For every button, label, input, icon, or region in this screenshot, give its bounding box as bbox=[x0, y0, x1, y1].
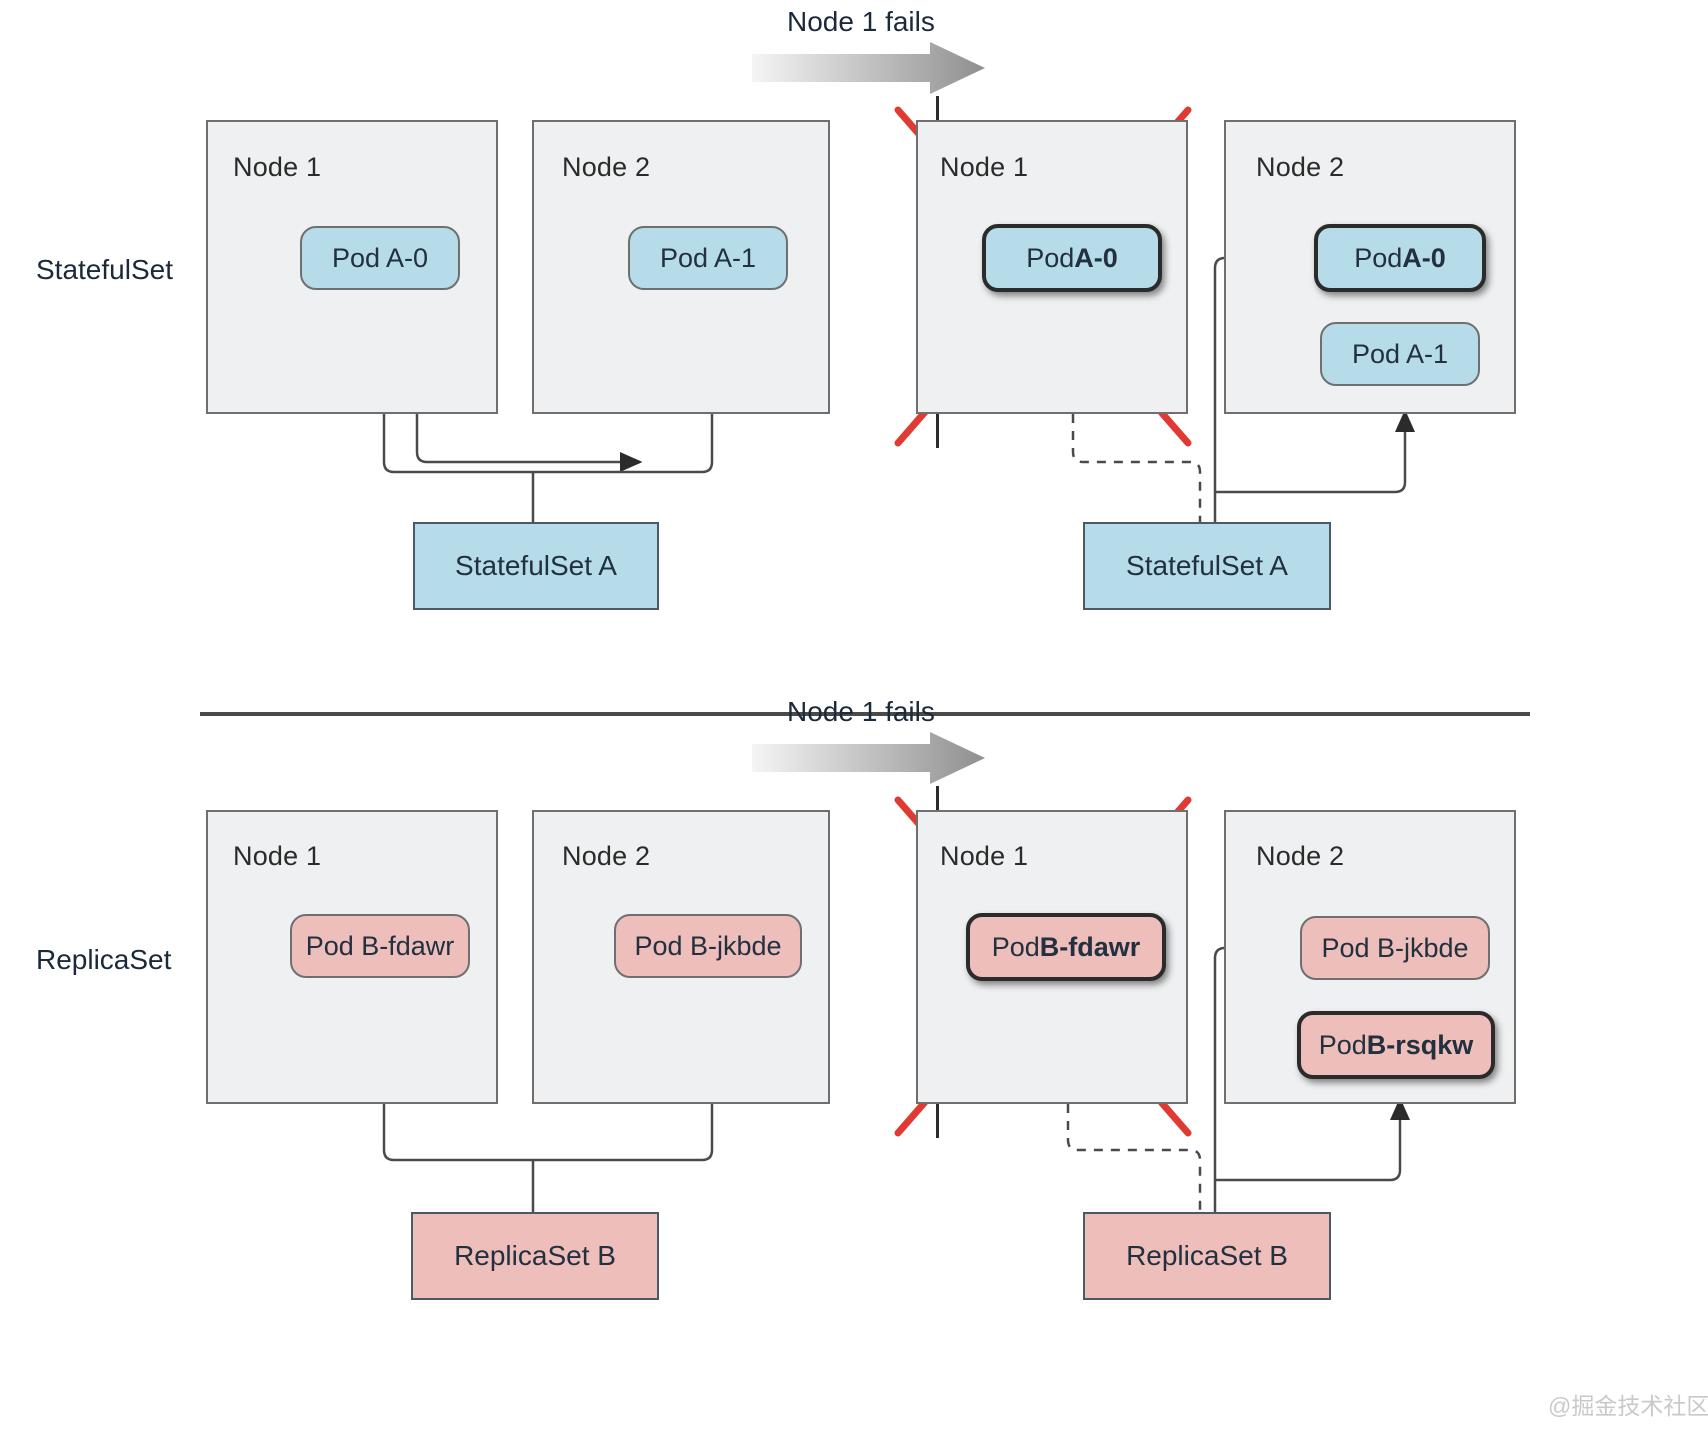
controller-label: StatefulSet A bbox=[455, 550, 617, 581]
node-title-statefulset-before-node1: Node 1 bbox=[233, 152, 322, 182]
controller-replicaset-before[interactable]: ReplicaSet B bbox=[411, 1212, 659, 1300]
pod-replicaset-after-node2-0[interactable]: Pod B-jkbde bbox=[1300, 916, 1490, 980]
pod-statefulset-after-node2-0[interactable]: Pod A-0 bbox=[1314, 224, 1486, 292]
pod-label-prefix: Pod bbox=[991, 931, 1040, 962]
pod-label-prefix: Pod bbox=[1026, 242, 1075, 273]
node-title-replicaset-after-node2: Node 2 bbox=[1256, 841, 1345, 871]
pod-label: Pod B-jkbde bbox=[634, 930, 782, 961]
pod-label: Pod A-1 bbox=[659, 242, 757, 273]
controller-statefulset-after[interactable]: StatefulSet A bbox=[1083, 522, 1331, 610]
transition-label-bottom: Node 1 fails bbox=[787, 696, 935, 727]
pod-label-emphasis: A-0 bbox=[1074, 242, 1118, 273]
pod-label: Pod A-1 bbox=[1351, 338, 1449, 369]
pod-label: Pod A-0 bbox=[331, 242, 429, 273]
node-title-replicaset-before-node2: Node 2 bbox=[562, 841, 651, 871]
controller-label: ReplicaSet B bbox=[454, 1240, 616, 1271]
pod-replicaset-before-node2-0[interactable]: Pod B-jkbde bbox=[614, 914, 802, 978]
node-title-replicaset-after-node1: Node 1 bbox=[940, 841, 1029, 871]
section-divider bbox=[200, 712, 1530, 716]
pod-label-prefix: Pod bbox=[1354, 242, 1403, 273]
watermark: @掘金技术社区 bbox=[1548, 1393, 1708, 1419]
node-title-statefulset-after-node1: Node 1 bbox=[940, 152, 1029, 182]
section-label-replicaset: ReplicaSet bbox=[36, 944, 172, 975]
statefulset-before-connectors bbox=[415, 310, 643, 472]
pod-replicaset-after-node1-0[interactable]: Pod B-fdawr bbox=[966, 913, 1166, 981]
pod-statefulset-after-node1-0[interactable]: Pod A-0 bbox=[982, 224, 1162, 292]
transition-label-top: Node 1 fails bbox=[787, 6, 935, 37]
pod-statefulset-before-node1-0[interactable]: Pod A-0 bbox=[300, 226, 460, 290]
controller-statefulset-before[interactable]: StatefulSet A bbox=[413, 522, 659, 610]
pod-label-emphasis: A-0 bbox=[1402, 242, 1446, 273]
controller-replicaset-after[interactable]: ReplicaSet B bbox=[1083, 1212, 1331, 1300]
pod-replicaset-after-node2-1[interactable]: Pod B-rsqkw bbox=[1297, 1011, 1495, 1079]
controller-label: ReplicaSet B bbox=[1126, 1240, 1288, 1271]
transition-arrow-top bbox=[752, 42, 985, 94]
transition-arrow-bottom bbox=[752, 732, 985, 784]
pod-statefulset-after-node2-1[interactable]: Pod A-1 bbox=[1320, 322, 1480, 386]
pod-label: Pod B-fdawr bbox=[305, 930, 455, 961]
section-label-statefulset: StatefulSet bbox=[36, 254, 173, 285]
controller-label: StatefulSet A bbox=[1126, 550, 1288, 581]
pod-statefulset-before-node2-0[interactable]: Pod A-1 bbox=[628, 226, 788, 290]
pod-label-emphasis: B-fdawr bbox=[1039, 931, 1141, 962]
pod-label-emphasis: B-rsqkw bbox=[1366, 1029, 1474, 1060]
node-title-replicaset-before-node1: Node 1 bbox=[233, 841, 322, 871]
node-title-statefulset-before-node2: Node 2 bbox=[562, 152, 651, 182]
pod-label-prefix: Pod bbox=[1318, 1029, 1367, 1060]
pod-label: Pod B-jkbde bbox=[1321, 932, 1469, 963]
pod-replicaset-before-node1-0[interactable]: Pod B-fdawr bbox=[290, 914, 470, 978]
node-title-statefulset-after-node2: Node 2 bbox=[1256, 152, 1345, 182]
